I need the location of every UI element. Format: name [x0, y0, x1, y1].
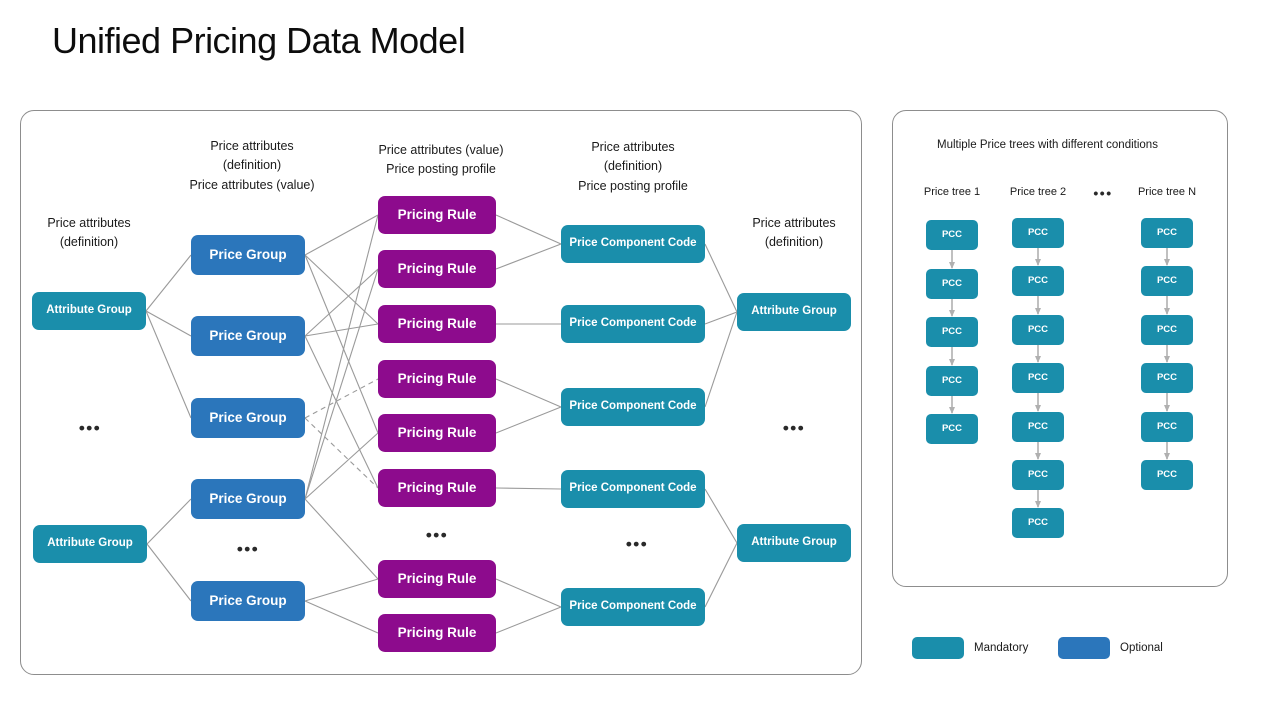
attribute-group-node[interactable]: Attribute Group	[737, 524, 851, 562]
ellipsis-price_component_code-0: •••	[625, 534, 649, 554]
pcc-node[interactable]: PCC	[1141, 460, 1193, 490]
pcc-node[interactable]: PCC	[926, 220, 978, 250]
price-tree-label-1: Price tree 1	[923, 186, 981, 198]
attribute-group-node[interactable]: Attribute Group	[32, 292, 146, 330]
column-caption-pricing-rule: Price attributes (value) Price posting p…	[378, 143, 504, 177]
column-caption-price-group: Price attributes (definition) Price attr…	[189, 139, 315, 192]
pcc-node[interactable]: PCC	[1141, 266, 1193, 296]
pcc-node[interactable]: PCC	[1141, 218, 1193, 248]
ellipsis-pricing_rule-0: •••	[425, 525, 449, 545]
pricing-rule-node[interactable]: Pricing Rule	[378, 469, 496, 507]
pcc-node[interactable]: PCC	[926, 366, 978, 396]
column-caption-pcc: Price attributes (definition) Price post…	[578, 140, 688, 193]
price-group-node[interactable]: Price Group	[191, 235, 305, 275]
ellipsis-attribute_group_right-0: •••	[782, 418, 806, 438]
price-tree-label-3: Price tree N	[1137, 186, 1197, 198]
price-trees-heading: Multiple Price trees with different cond…	[937, 139, 1158, 151]
pcc-node[interactable]: PCC	[1012, 266, 1064, 296]
pcc-node[interactable]: PCC	[1141, 363, 1193, 393]
price-group-node[interactable]: Price Group	[191, 316, 305, 356]
ellipsis-attribute_group_left-0: •••	[78, 418, 102, 438]
legend-item-optional: Optional	[1058, 637, 1163, 659]
price-group-node[interactable]: Price Group	[191, 581, 305, 621]
price-tree-label-2: Price tree 2	[1009, 186, 1067, 198]
pricing-rule-node[interactable]: Pricing Rule	[378, 560, 496, 598]
column-caption-attr-left: Price attributes (definition)	[47, 216, 131, 250]
pricing-rule-node[interactable]: Pricing Rule	[378, 614, 496, 652]
pricing-rule-node[interactable]: Pricing Rule	[378, 414, 496, 452]
pricing-rule-node[interactable]: Pricing Rule	[378, 196, 496, 234]
pcc-node[interactable]: PCC	[1012, 508, 1064, 538]
page-title: Unified Pricing Data Model	[52, 20, 466, 61]
legend-swatch-mandatory	[912, 637, 964, 659]
legend-label-optional: Optional	[1120, 642, 1163, 654]
pcc-node[interactable]: PCC	[926, 414, 978, 444]
column-caption-attr-right: Price attributes (definition)	[752, 216, 836, 250]
pcc-node[interactable]: PCC	[1012, 460, 1064, 490]
pcc-node[interactable]: PCC	[1012, 412, 1064, 442]
attribute-group-node[interactable]: Attribute Group	[737, 293, 851, 331]
price-group-node[interactable]: Price Group	[191, 398, 305, 438]
price-group-node[interactable]: Price Group	[191, 479, 305, 519]
legend-swatch-optional	[1058, 637, 1110, 659]
pcc-node[interactable]: PCC	[1141, 315, 1193, 345]
price-trees-panel: Multiple Price trees with different cond…	[892, 110, 1228, 587]
legend-label-mandatory: Mandatory	[974, 642, 1029, 654]
ellipsis-price-trees: •••	[1093, 185, 1113, 201]
price-component-code-node[interactable]: Price Component Code	[561, 305, 705, 343]
pcc-node[interactable]: PCC	[1012, 363, 1064, 393]
attribute-group-node[interactable]: Attribute Group	[33, 525, 147, 563]
ellipsis-price_group-0: •••	[236, 539, 260, 559]
pricing-rule-node[interactable]: Pricing Rule	[378, 250, 496, 288]
legend-item-mandatory: Mandatory	[912, 637, 1028, 659]
pcc-node[interactable]: PCC	[926, 317, 978, 347]
pcc-node[interactable]: PCC	[1141, 412, 1193, 442]
price-component-code-node[interactable]: Price Component Code	[561, 470, 705, 508]
pricing-rule-node[interactable]: Pricing Rule	[378, 360, 496, 398]
pricing-rule-node[interactable]: Pricing Rule	[378, 305, 496, 343]
price-component-code-node[interactable]: Price Component Code	[561, 388, 705, 426]
pcc-node[interactable]: PCC	[1012, 218, 1064, 248]
pcc-node[interactable]: PCC	[926, 269, 978, 299]
pcc-node[interactable]: PCC	[1012, 315, 1064, 345]
price-component-code-node[interactable]: Price Component Code	[561, 588, 705, 626]
price-component-code-node[interactable]: Price Component Code	[561, 225, 705, 263]
legend: Mandatory Optional	[912, 637, 1222, 663]
